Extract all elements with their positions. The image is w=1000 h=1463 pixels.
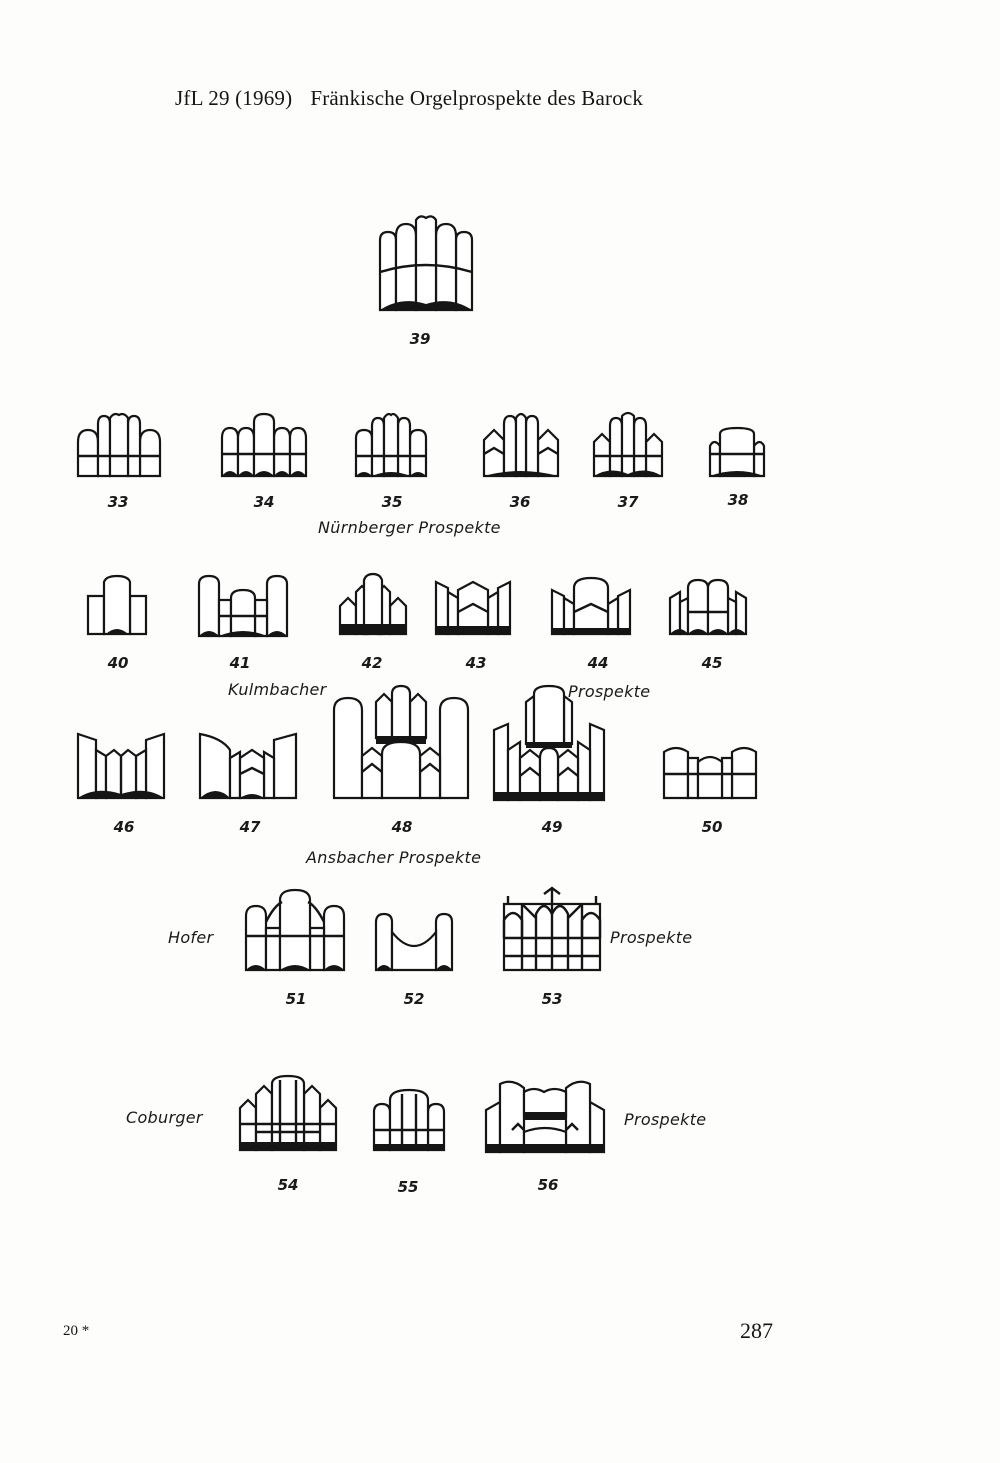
figure-number: 55 [397, 1178, 419, 1196]
organ-figure-44 [550, 576, 632, 636]
group-label-kulmbacher: Kulmbacher [228, 680, 327, 699]
group-label-ansbacher: Ansbacher Prospekte [306, 848, 482, 867]
figure-number: 35 [381, 493, 403, 511]
organ-figure-49 [492, 684, 606, 802]
group-label-coburger-prospekte: Prospekte [624, 1110, 707, 1129]
organ-figure-42 [338, 572, 408, 636]
organ-figure-46 [76, 732, 166, 800]
printer-signature: 20 * [63, 1323, 90, 1339]
organ-figure-38 [708, 426, 766, 478]
figure-number: 50 [701, 818, 723, 836]
organ-figure-53 [502, 886, 602, 972]
figure-number: 40 [107, 654, 129, 672]
figure-number: 47 [239, 818, 261, 836]
figure-number: 36 [509, 493, 531, 511]
organ-figure-55 [372, 1088, 446, 1152]
group-label-hofer: Hofer [168, 928, 214, 947]
organ-figure-36 [482, 412, 560, 478]
organ-figure-56 [484, 1080, 606, 1154]
organ-figure-35 [354, 412, 428, 478]
organ-figure-48 [332, 684, 470, 800]
organ-figure-34 [220, 412, 308, 478]
figure-number: 41 [229, 654, 251, 672]
organ-figure-51 [244, 888, 346, 972]
figure-number: 49 [541, 818, 563, 836]
figure-number: 38 [727, 491, 749, 509]
figure-number: 56 [537, 1176, 559, 1194]
organ-figure-40 [86, 574, 148, 636]
figure-number: 44 [587, 654, 609, 672]
group-label-nuernberger: Nürnberger Prospekte [318, 518, 501, 537]
page-header: JfL 29 (1969) Fränkische Orgelprospekte d… [175, 86, 643, 111]
figure-number: 42 [361, 654, 383, 672]
organ-figure-37 [592, 411, 664, 478]
figure-number: 54 [277, 1176, 299, 1194]
journal-reference: JfL 29 (1969) [175, 86, 293, 110]
figure-number: 34 [253, 493, 275, 511]
organ-figure-33 [76, 412, 162, 478]
page-number: 287 [740, 1318, 773, 1343]
figure-number: 46 [113, 818, 135, 836]
figure-number: 48 [391, 818, 413, 836]
organ-figure-52 [374, 912, 454, 972]
figure-number: 37 [617, 493, 639, 511]
figure-number: 43 [465, 654, 487, 672]
figure-number: 51 [285, 990, 307, 1008]
organ-figure-41 [197, 574, 289, 638]
organ-figure-47 [198, 732, 298, 800]
figure-number: 53 [541, 990, 563, 1008]
organ-figure-50 [662, 746, 758, 800]
group-label-hofer-prospekte: Prospekte [610, 928, 693, 947]
article-title: Fränkische Orgelprospekte des Barock [310, 86, 644, 110]
organ-figure-39 [378, 215, 474, 312]
figure-number: 33 [107, 493, 129, 511]
organ-figure-43 [434, 580, 512, 636]
figure-number: 39 [409, 330, 431, 348]
figure-number: 45 [701, 654, 723, 672]
organ-figure-45 [668, 578, 748, 636]
figure-number: 52 [403, 990, 425, 1008]
group-label-coburger: Coburger [126, 1108, 203, 1127]
group-label-kulmbacher-prospekte: Prospekte [568, 682, 651, 701]
organ-figure-54 [238, 1074, 338, 1152]
